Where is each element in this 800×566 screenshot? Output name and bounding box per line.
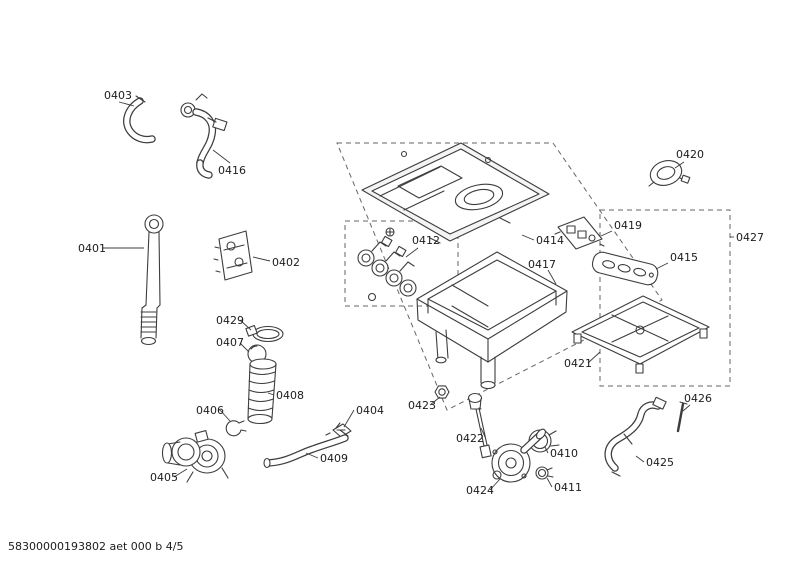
part-label-0416: 0416 [218,164,246,177]
part-label-0401: 0401 [78,242,106,255]
part-0412-inlet-valve [357,227,417,302]
part-0404-clip [325,423,352,438]
part-label-0409: 0409 [320,452,348,465]
part-0415-panel-strip [591,251,659,286]
assembly-boundary-valve-group [344,220,459,307]
part-label-0419: 0419 [614,219,642,232]
part-0403-inlet-hose [123,95,156,144]
part-label-0404: 0404 [356,404,384,417]
part-0406-circlip [225,420,247,437]
part-0420-knob [648,160,691,187]
part-label-0426: 0426 [684,392,712,405]
part-label-0421: 0421 [564,357,592,370]
document-number: 58300000193802 aet 000 b 4/5 [8,540,183,553]
part-0417-dispenser-housing [416,251,568,390]
part-label-0417: 0417 [528,258,556,271]
part-label-0414: 0414 [536,234,564,247]
part-0402-bracket [213,230,253,281]
part-label-0425: 0425 [646,456,674,469]
part-label-0411: 0411 [554,481,582,494]
part-label-0422: 0422 [456,432,484,445]
part-0408-bellows-hose [247,358,277,425]
part-0424-pump-housing [491,428,546,483]
part-0411-circlip [535,466,554,480]
part-0426-pin [676,401,688,433]
part-label-0408: 0408 [276,389,304,402]
part-0423-nut [434,385,450,399]
leader-lines [102,101,734,491]
part-label-0427: 0427 [736,231,764,244]
part-label-0423: 0423 [408,399,436,412]
part-0401-standpipe [140,214,164,346]
part-label-0420: 0420 [676,148,704,161]
part-label-0410: 0410 [550,447,578,460]
part-0429-hose-clamp [245,324,284,343]
part-label-0405: 0405 [150,471,178,484]
assembly-boundary-right-group [599,209,731,387]
part-0416-hose-assembly [180,93,228,179]
part-label-0415: 0415 [670,251,698,264]
part-0422-pressure-sensor [467,392,492,459]
part-label-0407: 0407 [216,336,244,349]
part-label-0429: 0429 [216,314,244,327]
part-label-0403: 0403 [104,89,132,102]
part-0409-hose [263,422,349,469]
part-0405-drain-pump [161,430,229,483]
part-0425-drain-hose [604,396,667,477]
part-0419-switch-bracket [554,216,605,250]
part-label-0406: 0406 [196,404,224,417]
part-0421-base-panel [571,295,710,374]
part-label-0412: 0412 [412,234,440,247]
assembly-boundary-top-panel-group [336,142,663,411]
part-0414-top-panel [361,142,550,244]
part-label-0402: 0402 [272,256,300,269]
part-label-0424: 0424 [466,484,494,497]
